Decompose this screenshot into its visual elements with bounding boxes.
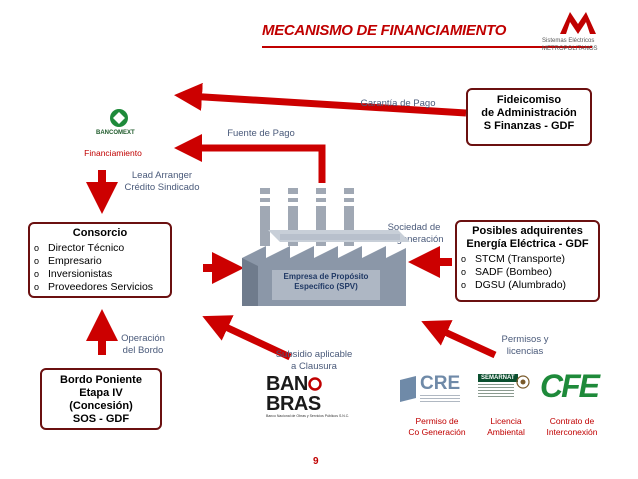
operacion-line1: Operación: [121, 333, 165, 344]
banobras-logo-text2: BRAS: [266, 393, 321, 415]
garantia-pago-label: Garantía de Pago: [360, 98, 436, 109]
list-item: Empresario: [34, 255, 166, 268]
permiso-gen-line2: Co Generación: [408, 427, 466, 437]
sociedad-label: Sociedad de Cogeneración: [376, 222, 452, 246]
brand-line2: METROPOLITANOS: [542, 46, 598, 52]
list-item: Inversionistas: [34, 268, 166, 281]
fuente-pago-label: Fuente de Pago: [227, 128, 295, 139]
bancomext-caption: Financiamiento: [84, 148, 142, 158]
adquirentes-list: STCM (Transporte) SADF (Bombeo) DGSU (Al…: [461, 253, 594, 292]
permiso-gen-line1: Permiso de: [415, 416, 459, 426]
sociedad-line1: Sociedad de: [387, 222, 441, 233]
bancomext-logo-text: BANCOMEXT: [96, 130, 135, 136]
bordo-line4: SOS - GDF: [72, 413, 130, 425]
subsidio-line2: a Clausura: [291, 361, 337, 372]
bordo-line2: Etapa IV: [79, 387, 123, 399]
brand-line1: Sistemas Eléctricos: [542, 38, 595, 44]
permiso-gen-caption: Permiso de Co Generación: [400, 416, 474, 438]
brand-text: Sistemas Eléctricos METROPOLITANOS: [542, 37, 598, 53]
list-item: STCM (Transporte): [461, 253, 594, 266]
semarnat-logo-text: SEMARNAT: [478, 374, 518, 382]
consorcio-title: Consorcio: [72, 227, 128, 239]
bordo-box: Bordo Poniente Etapa IV (Concesión) SOS …: [40, 368, 162, 430]
operacion-label: Operación del Bordo: [114, 333, 172, 357]
factory-icon: [242, 188, 410, 306]
permisos-label: Permisos y licencias: [492, 334, 558, 358]
fideicomiso-line2: de Administración: [481, 107, 577, 119]
contrato-line1: Contrato de: [549, 416, 595, 426]
sociedad-line2: Cogeneración: [384, 234, 444, 245]
fideicomiso-box: Fideicomiso de Administración S Finanzas…: [466, 88, 592, 146]
list-item: Director Técnico: [34, 242, 166, 255]
contrato-caption: Contrato de Interconexión: [536, 416, 608, 438]
contrato-line2: Interconexión: [546, 427, 598, 437]
consorcio-box: Consorcio Director Técnico Empresario In…: [28, 222, 172, 298]
permisos-line2: licencias: [506, 346, 544, 357]
banobras-logo: BANBRAS Banco Nacional de Obras y Servic…: [266, 374, 370, 419]
fideicomiso-line1: Fideicomiso: [496, 94, 562, 106]
subsidio-label: Subsidio aplicable a Clausura: [268, 349, 360, 373]
lead-arranger-line1: Lead Arranger: [131, 170, 193, 181]
garantia-arrow: [174, 82, 467, 117]
adquirentes-box: Posibles adquirentes Energía Eléctrica -…: [455, 220, 600, 302]
bordo-line1: Bordo Poniente: [60, 374, 142, 386]
subsidio-line1: Subsidio aplicable: [275, 349, 353, 360]
adquirentes-title1: Posibles adquirentes: [472, 225, 583, 237]
cre-logo-subtext: [420, 395, 460, 403]
semarnat-logo: SEMARNAT: [478, 372, 530, 406]
factory-line2: Específico (SPV): [294, 282, 358, 291]
list-item: Proveedores Servicios: [34, 281, 166, 294]
list-item: DGSU (Alumbrado): [461, 279, 594, 292]
page-number: 9: [313, 456, 319, 467]
banobras-o-icon: [308, 377, 322, 391]
licencia-caption: Licencia Ambiental: [478, 416, 534, 438]
operacion-line2: del Bordo: [122, 345, 164, 356]
lead-arranger-line2: Crédito Sindicado: [124, 182, 200, 193]
fuente-pago-arrow: [174, 134, 326, 183]
licencia-line1: Licencia: [490, 416, 522, 426]
page-title: MECANISMO DE FINANCIAMIENTO: [262, 22, 507, 39]
brand-logo-icon: [560, 12, 596, 34]
permisos-arrow: [421, 320, 497, 359]
mexico-seal-icon: [516, 375, 530, 389]
semarnat-subtext: [478, 384, 514, 398]
permisos-line1: Permisos y: [501, 334, 549, 345]
cre-logo-text: CRE: [420, 373, 461, 394]
fideicomiso-line3: S Finanzas - GDF: [483, 120, 575, 132]
lead-arranger-label: Lead Arranger Crédito Sindicado: [114, 170, 210, 194]
banobras-subtitle: Banco Nacional de Obras y Servicios Públ…: [266, 414, 350, 418]
consorcio-list: Director Técnico Empresario Inversionist…: [34, 242, 166, 294]
factory-line1: Empresa de Propósito: [283, 272, 369, 281]
cre-logo: CRE: [398, 374, 464, 406]
title-underline: [262, 46, 592, 48]
adquirentes-title2: Energía Eléctrica - GDF: [466, 238, 589, 250]
cfe-logo: CFE: [540, 368, 600, 404]
bancomext-logo-icon: [110, 109, 128, 127]
list-item: SADF (Bombeo): [461, 266, 594, 279]
bordo-line3: (Concesión): [69, 400, 133, 412]
factory-label: Empresa de Propósito Específico (SPV): [272, 272, 380, 292]
banobras-logo-text1: BAN: [266, 373, 308, 395]
subsidio-arrow: [202, 315, 292, 361]
licencia-line2: Ambiental: [487, 427, 525, 437]
cre-emblem-icon: [400, 376, 416, 402]
